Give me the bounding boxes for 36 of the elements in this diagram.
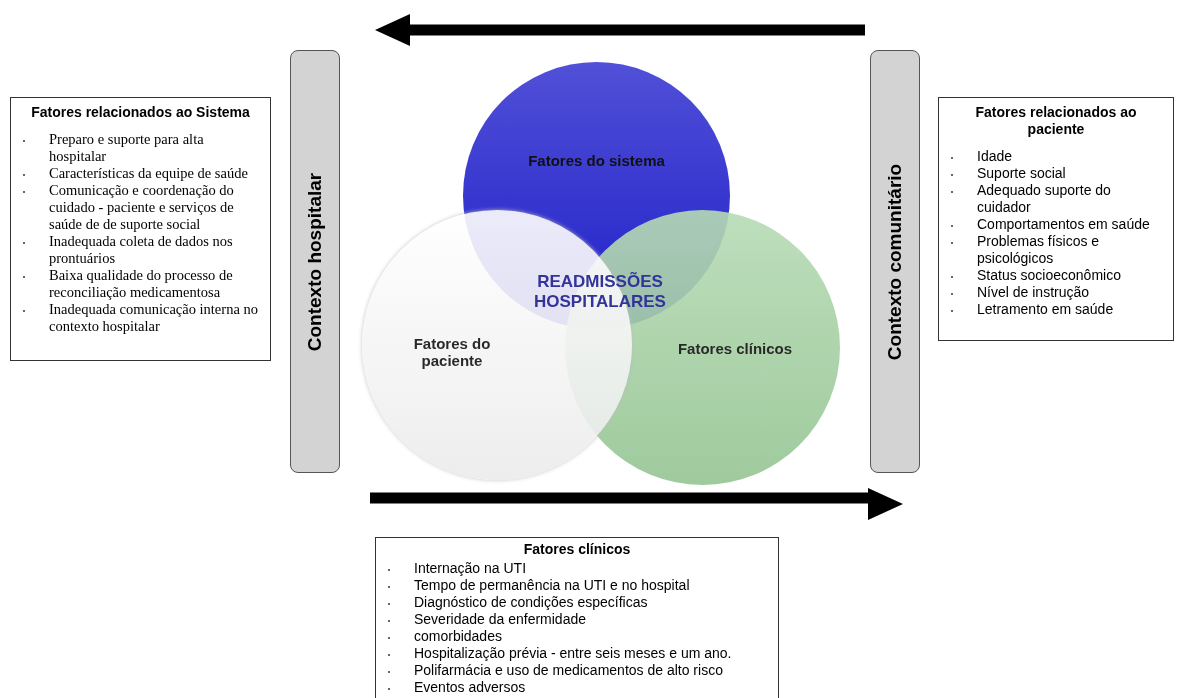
factor-list-box xyxy=(375,537,779,698)
list-item-text: Adequado suporte do cuidador xyxy=(977,182,1111,215)
circle-label: Fatores clínicos xyxy=(676,340,794,357)
circle-label: Fatores do paciente xyxy=(412,335,492,369)
list-item-text: Comunicação e coordenação do cuidado - paciente e serviços de saúde de de suporte social xyxy=(49,182,234,232)
context-bar xyxy=(290,50,340,473)
box-heading: Fatores relacionados ao paciente xyxy=(974,104,1138,138)
circle-label: Fatores do sistema xyxy=(527,152,666,169)
list-item-text: Internação na UTI xyxy=(414,560,527,576)
list-item-text: Hospitalização prévia - entre seis meses e um ano. xyxy=(414,645,732,661)
box-heading: Fatores clínicos xyxy=(522,541,632,558)
box-heading: Fatores relacionados ao Sistema xyxy=(30,104,251,121)
list-item-text: Preparo e suporte para alta hospitalar xyxy=(49,131,204,164)
list-item-text: Diagnóstico de condições específicas xyxy=(414,594,648,610)
context-label: Contexto hospitalar xyxy=(304,172,326,351)
list-item-text: Inadequada comunicação interna no contexto hospitalar xyxy=(49,301,258,334)
list-item-text: Eventos adversos xyxy=(414,679,526,695)
center-label: READMISSÕES HOSPITALARES xyxy=(533,272,667,312)
list-item-text: Letramento em saúde xyxy=(977,301,1114,317)
list-item-text: Status socioeconômico xyxy=(977,267,1121,283)
factor-list-box xyxy=(10,97,271,361)
factor-list-box xyxy=(938,97,1174,341)
list-item-text: Nível de instrução xyxy=(977,284,1090,300)
list-item-text: Severidade da enfermidade xyxy=(414,611,586,627)
list-item-text: Polifarmácia e uso de medicamentos de alto risco xyxy=(414,662,723,678)
list-item-text: Idade xyxy=(977,148,1013,164)
list-item-text: Características da equipe de saúde xyxy=(49,165,248,181)
list-item-text: Comportamentos em saúde xyxy=(977,216,1150,232)
list-item-text: Inadequada coleta de dados nos prontuários xyxy=(49,233,233,266)
context-bar xyxy=(870,50,920,473)
list-item-text: Baixa qualidade do processo de reconciliação medicamentosa xyxy=(49,267,233,300)
list-item-text: Suporte social xyxy=(977,165,1066,181)
context-label: Contexto comunitário xyxy=(884,163,906,360)
list-item-text: comorbidades xyxy=(414,628,502,644)
list-item-text: Problemas físicos e psicológicos xyxy=(977,233,1100,266)
list-item-text: Tempo de permanência na UTI e no hospital xyxy=(414,577,690,593)
